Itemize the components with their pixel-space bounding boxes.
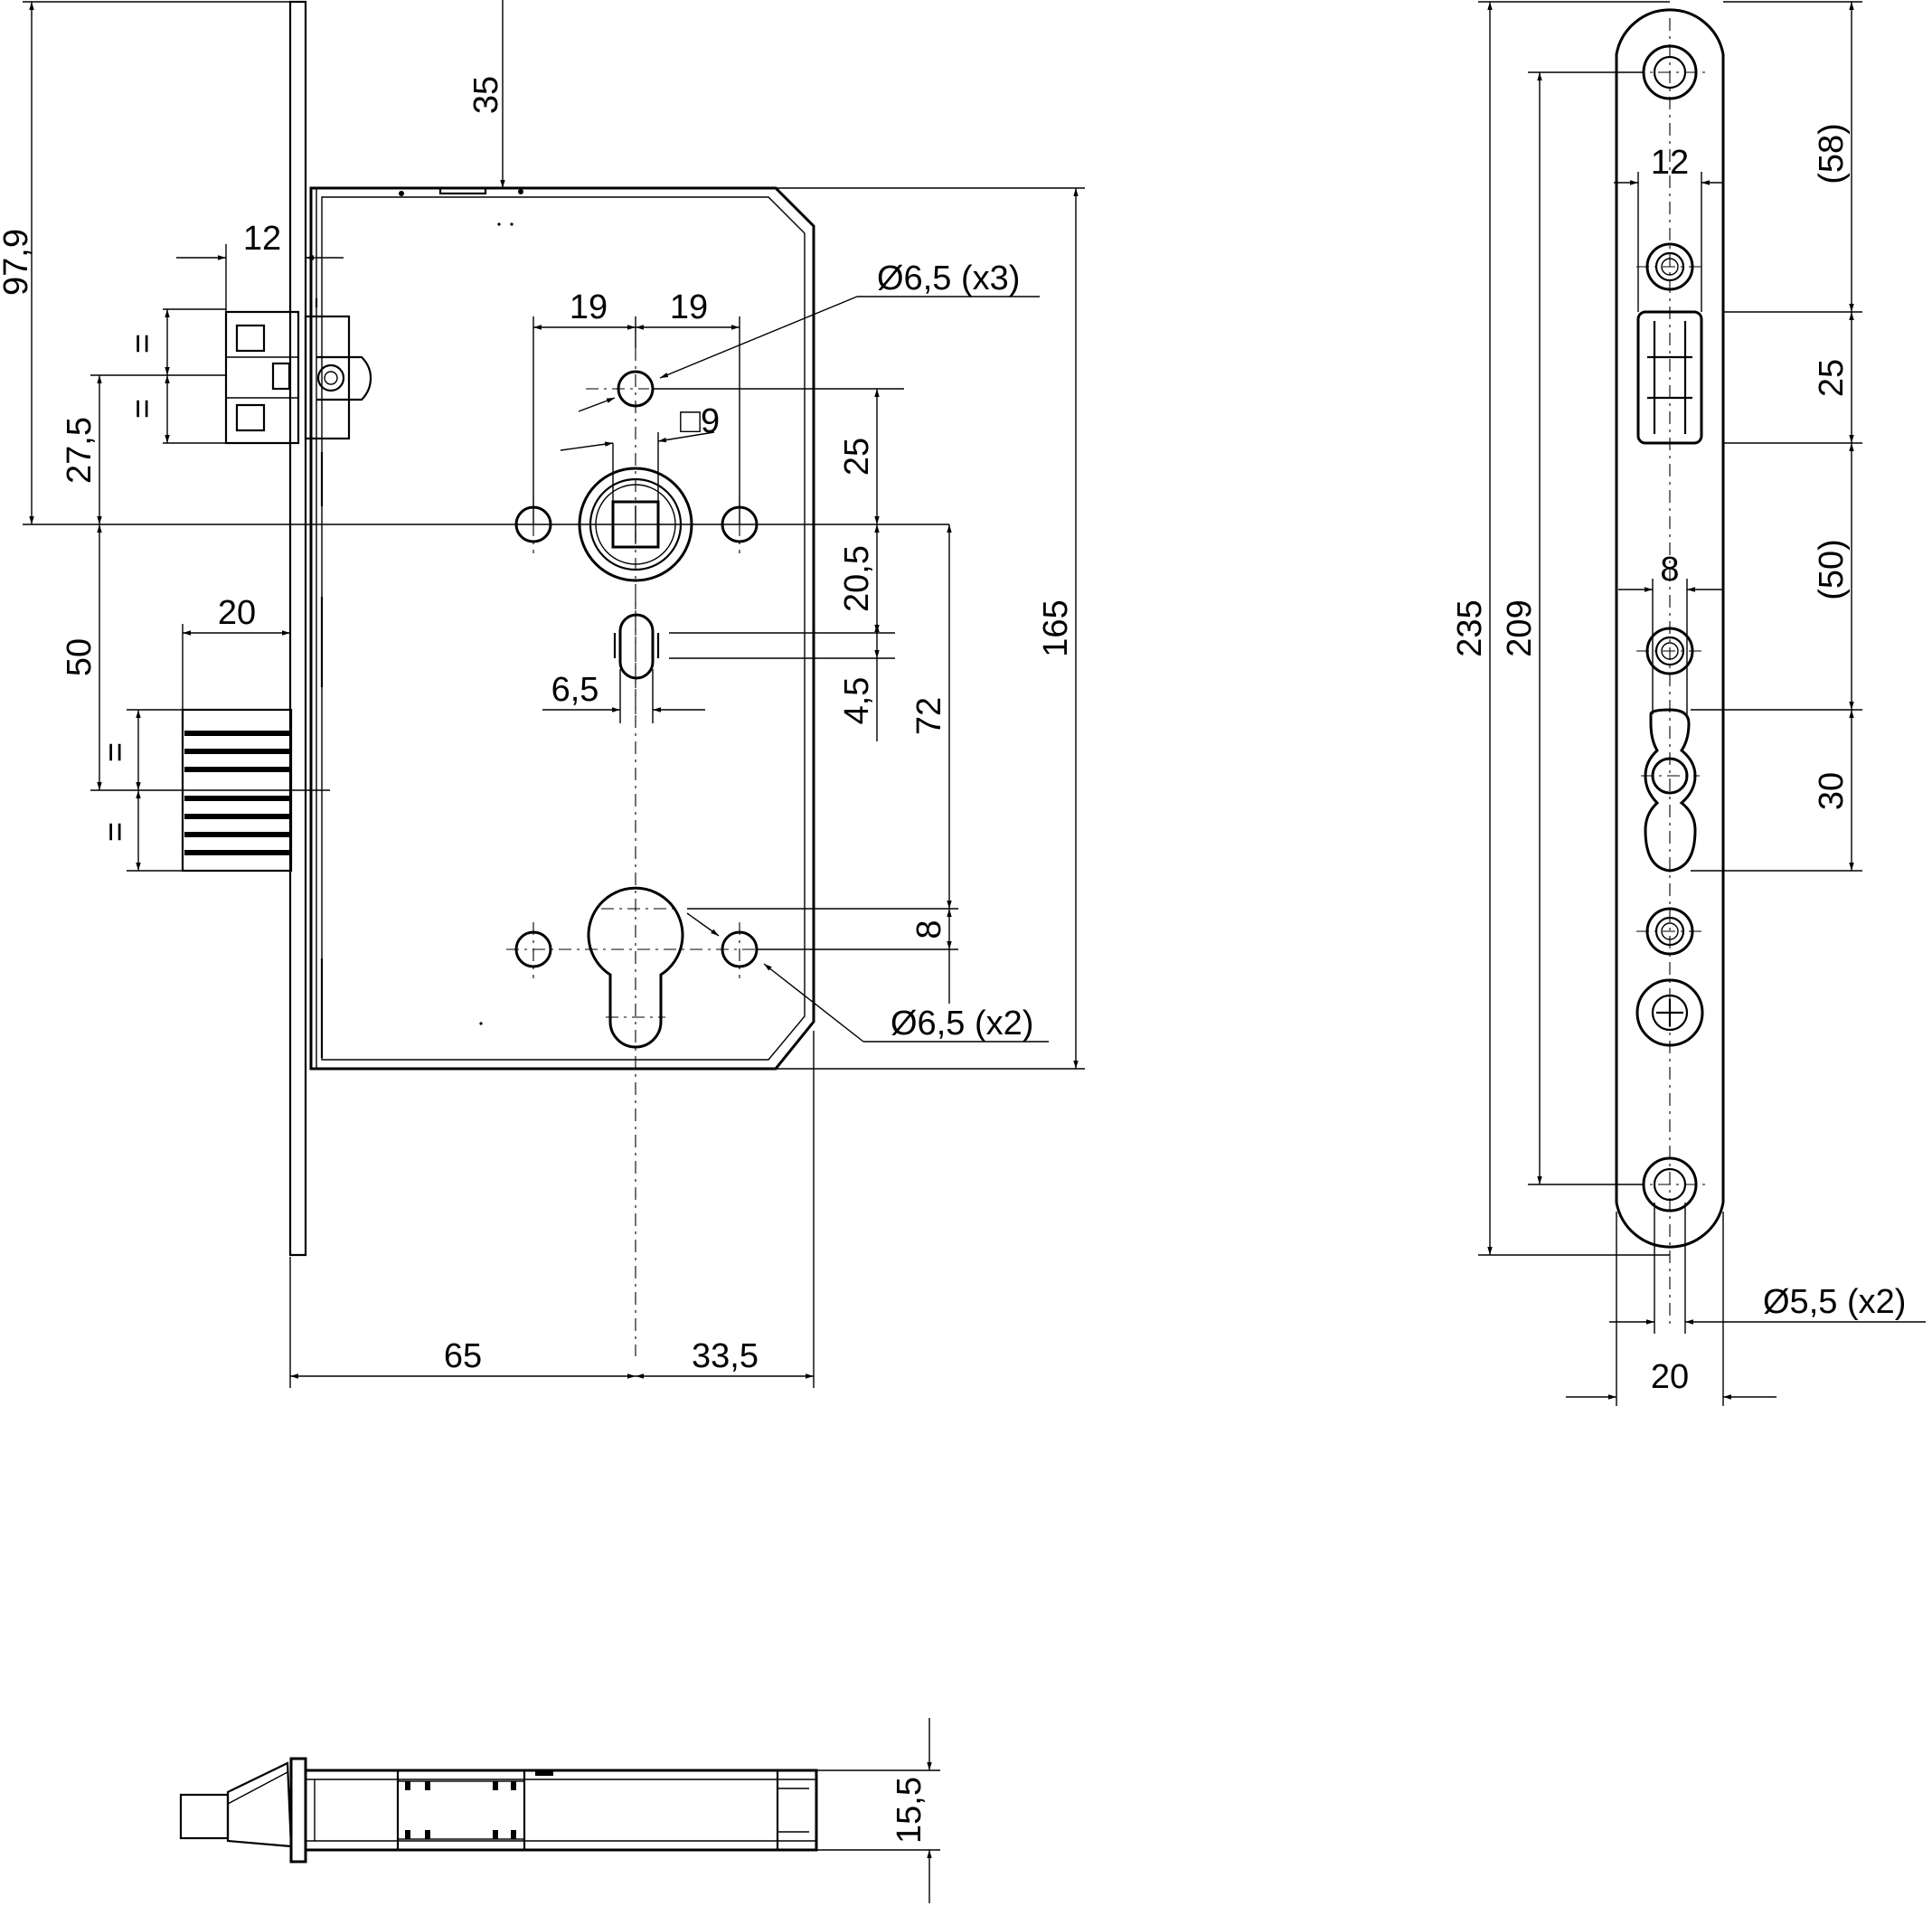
lock-case xyxy=(309,186,815,1071)
dim-165-label: 165 xyxy=(1037,599,1075,656)
faceplate-screw-lower xyxy=(1636,907,1704,956)
faceplate-dim-20-label: 20 xyxy=(1651,1358,1689,1396)
dim-4-5-label: 4,5 xyxy=(838,677,876,725)
dim-6-5-label: 6,5 xyxy=(551,671,599,709)
faceplate-dim-25-label: 25 xyxy=(1813,359,1851,397)
faceplate-dim-209-label: 209 xyxy=(1501,599,1539,656)
dim-33-5-label: 33,5 xyxy=(692,1337,759,1375)
fixing-hole-lower-left xyxy=(506,922,561,978)
fixing-hole-lower-right xyxy=(721,922,759,978)
dim-97-9-label: 97,9 xyxy=(0,229,35,296)
dim-25-label: 25 xyxy=(838,438,876,476)
dim-72-label: 72 xyxy=(910,697,948,735)
dim-35-label: 35 xyxy=(467,76,505,114)
bolt-equal-lower: = xyxy=(97,822,135,842)
hole-note-top: Ø6,5 (x3) xyxy=(877,259,1020,297)
cylinder-cutout xyxy=(587,886,684,1049)
side-dim-15-5-label: 15,5 xyxy=(891,1777,928,1844)
faceplate-dim-8-label: 8 xyxy=(1660,551,1679,589)
dim-27-5-label: 27,5 xyxy=(61,417,99,484)
front-view: 35 97,9 12 = = 27,5 20 50 xyxy=(0,0,1085,1388)
faceplate-screw-cylinder xyxy=(1635,978,1704,1047)
dim-12-latch-label: 12 xyxy=(243,220,281,258)
faceplate-screw-middle xyxy=(1636,627,1704,675)
faceplate-hole-note: Ø5,5 (x2) xyxy=(1763,1283,1906,1321)
latch-equal-lower: = xyxy=(124,399,162,419)
dim-50-label: 50 xyxy=(61,638,99,676)
latch-equal-upper: = xyxy=(124,334,162,354)
dim-19-left-label: 19 xyxy=(570,288,608,326)
dim-20-bolt-label: 20 xyxy=(218,594,256,632)
faceplate-dim-30-label: 30 xyxy=(1813,772,1851,810)
dim-8-label: 8 xyxy=(910,920,948,939)
dim-19-right-label: 19 xyxy=(670,288,708,326)
latch-bolt xyxy=(224,310,372,445)
dim-65-label: 65 xyxy=(444,1337,482,1375)
faceplate-dim-12-label: 12 xyxy=(1651,144,1689,182)
square-note: □9 xyxy=(680,402,720,440)
slot-hole xyxy=(613,597,660,723)
bolt-equal-upper: = xyxy=(97,742,135,762)
hole-note-bottom: Ø6,5 (x2) xyxy=(891,1005,1033,1043)
faceplate-bolt-opening xyxy=(1641,708,1700,873)
faceplate-view: 235 209 12 8 (58) 25 (50) 30 xyxy=(1451,1,1926,1406)
faceplate-latch-opening xyxy=(1636,310,1703,445)
faceplate-dim-50-label: (50) xyxy=(1813,539,1851,600)
dim-20-5-label: 20,5 xyxy=(838,545,876,612)
faceplate-dim-58-label: (58) xyxy=(1813,123,1851,184)
side-view: 15,5 xyxy=(179,1718,940,1903)
forend-plate xyxy=(288,0,307,1257)
faceplate-dim-235-label: 235 xyxy=(1451,599,1489,656)
faceplate-screw-latch xyxy=(1636,242,1704,291)
